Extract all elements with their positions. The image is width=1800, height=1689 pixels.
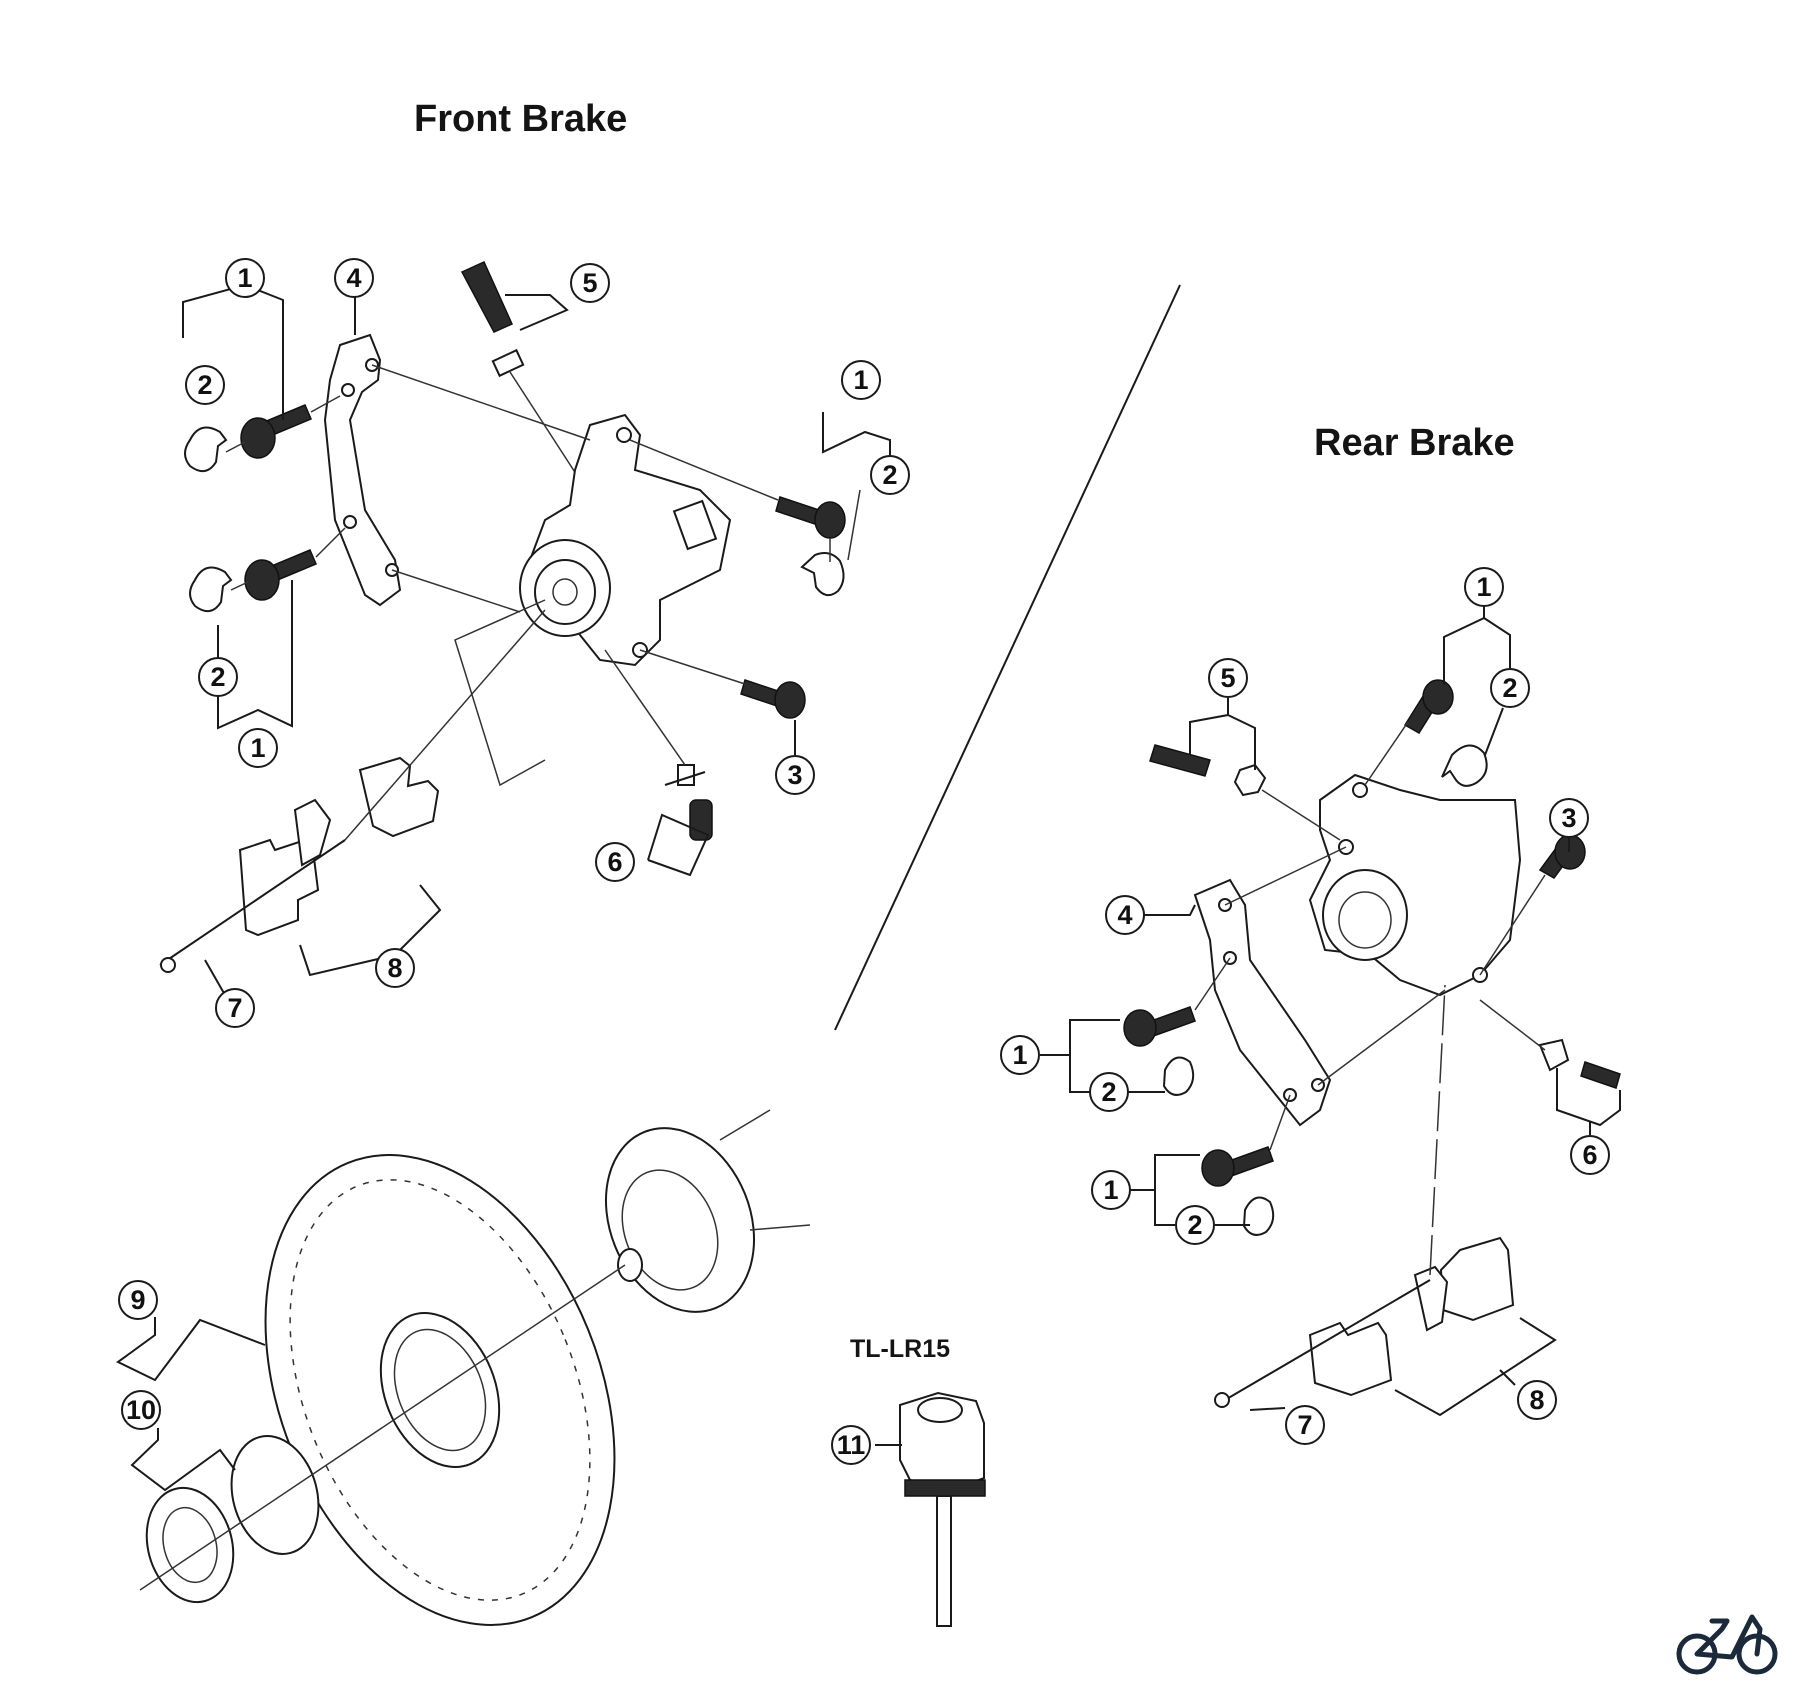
svg-text:3: 3 <box>1561 803 1576 833</box>
callout-2[interactable]: 2 <box>870 455 910 495</box>
bleed-cap-rear <box>1233 763 1267 797</box>
callout-1[interactable]: 1 <box>238 728 278 768</box>
rotor-hub-spline <box>379 1312 501 1468</box>
tool-guide-pin <box>936 1495 952 1627</box>
rear-brake-assembly <box>1040 605 1621 1417</box>
pad-spring-rear <box>1413 1265 1449 1332</box>
callout-10[interactable]: 10 <box>121 1390 161 1430</box>
svg-text:5: 5 <box>582 268 597 298</box>
pad-axle-front <box>159 839 346 966</box>
callout-11[interactable]: 11 <box>831 1425 871 1465</box>
retainer-front-right <box>800 552 845 597</box>
lock-ring <box>145 1486 235 1604</box>
svg-text:4: 4 <box>346 263 361 293</box>
svg-text:1: 1 <box>1103 1175 1118 1205</box>
front-brake-assembly <box>159 261 891 996</box>
svg-text:8: 8 <box>1529 1385 1544 1415</box>
svg-text:1: 1 <box>853 365 868 395</box>
svg-text:7: 7 <box>227 993 242 1023</box>
rear-callouts: 1 2 5 3 4 1 2 1 2 6 8 7 <box>1000 567 1610 1445</box>
callout-1[interactable]: 1 <box>1464 567 1504 607</box>
bicycle-icon <box>1676 1614 1778 1675</box>
bleed-cap-front <box>491 348 525 378</box>
tool-splines <box>904 1479 986 1497</box>
section-divider <box>834 284 1181 1031</box>
svg-text:4: 4 <box>1117 900 1132 930</box>
svg-text:7: 7 <box>1297 1410 1312 1440</box>
pad-spring-front <box>293 798 332 867</box>
callout-5[interactable]: 5 <box>1208 658 1248 698</box>
svg-text:2: 2 <box>1502 673 1517 703</box>
callout-1[interactable]: 1 <box>841 360 881 400</box>
callout-2[interactable]: 2 <box>185 365 225 405</box>
pad-pin-front <box>677 764 695 786</box>
svg-text:2: 2 <box>210 662 225 692</box>
svg-text:5: 5 <box>1220 663 1235 693</box>
tool-title: TL-LR15 <box>850 1335 950 1363</box>
svg-text:2: 2 <box>197 370 212 400</box>
bleed-screw-front <box>460 261 513 333</box>
mount-adapter-rear <box>1193 878 1332 1127</box>
svg-text:1: 1 <box>1476 572 1491 602</box>
callout-8[interactable]: 8 <box>375 948 415 988</box>
rotor-callouts: 9 10 <box>118 1280 161 1430</box>
retainer-rear-lower-left <box>1242 1196 1275 1236</box>
svg-text:1: 1 <box>250 733 265 763</box>
svg-text:2: 2 <box>1101 1077 1116 1107</box>
svg-text:2: 2 <box>882 460 897 490</box>
svg-text:10: 10 <box>126 1395 156 1425</box>
lock-ring-tool <box>875 1391 986 1627</box>
front-callouts: 1 2 4 5 1 2 2 1 3 6 8 7 <box>185 258 910 1028</box>
spacer-ring <box>230 1435 320 1555</box>
callout-6[interactable]: 6 <box>1570 1135 1610 1175</box>
callout-9[interactable]: 9 <box>118 1280 158 1320</box>
callout-7[interactable]: 7 <box>1285 1405 1325 1445</box>
retainer-front-lower-left <box>189 566 233 613</box>
callout-7[interactable]: 7 <box>215 988 255 1028</box>
rotor-assembly <box>116 1109 811 1626</box>
svg-text:11: 11 <box>837 1430 866 1460</box>
mount-adapter-front <box>323 333 402 607</box>
svg-text:8: 8 <box>387 953 402 983</box>
svg-text:3: 3 <box>787 760 802 790</box>
retainer-front-upper-left <box>184 426 228 473</box>
callout-1[interactable]: 1 <box>1091 1170 1131 1210</box>
pad-pin-rear <box>1580 1061 1621 1089</box>
callout-6[interactable]: 6 <box>595 842 635 882</box>
callout-3[interactable]: 3 <box>1549 798 1589 838</box>
svg-text:9: 9 <box>130 1285 145 1315</box>
callout-2[interactable]: 2 <box>1490 668 1530 708</box>
callout-5[interactable]: 5 <box>570 263 610 303</box>
brake-pad-rear-inner <box>1439 1236 1515 1322</box>
svg-text:1: 1 <box>1012 1040 1027 1070</box>
pad-axle-rear <box>1224 1279 1431 1401</box>
callout-2[interactable]: 2 <box>1175 1205 1215 1245</box>
svg-text:1: 1 <box>237 263 252 293</box>
svg-text:2: 2 <box>1187 1210 1202 1240</box>
callout-2[interactable]: 2 <box>1089 1072 1129 1112</box>
callout-4[interactable]: 4 <box>334 258 374 298</box>
pad-pin-clip-rear <box>1538 1038 1570 1072</box>
brake-pad-front-outer <box>238 838 320 937</box>
brake-pad-rear-outer <box>1308 1321 1393 1397</box>
callout-8[interactable]: 8 <box>1517 1380 1557 1420</box>
callout-2[interactable]: 2 <box>198 657 238 697</box>
front-brake-title: Front Brake <box>414 98 628 140</box>
svg-text:6: 6 <box>1582 1140 1597 1170</box>
retainer-rear-top <box>1441 744 1488 787</box>
brake-pad-front-inner <box>358 756 440 838</box>
callout-1[interactable]: 1 <box>1000 1035 1040 1075</box>
callout-1[interactable]: 1 <box>225 258 265 298</box>
callout-3[interactable]: 3 <box>775 755 815 795</box>
rear-brake-title: Rear Brake <box>1314 422 1515 464</box>
retainer-rear-mid-left <box>1162 1056 1195 1096</box>
piston-housing-rear <box>1322 869 1408 961</box>
callout-4[interactable]: 4 <box>1105 895 1145 935</box>
hub <box>604 1127 756 1313</box>
svg-text:6: 6 <box>607 847 622 877</box>
bleed-screw-rear <box>1149 744 1211 777</box>
